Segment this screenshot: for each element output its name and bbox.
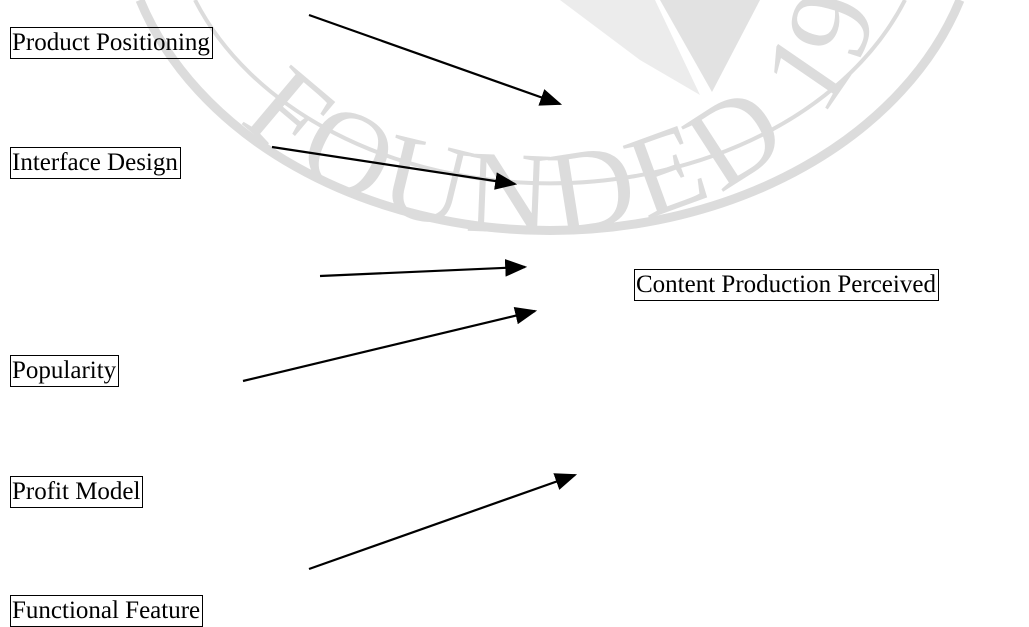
outcome-box-content-production-perceived: Content Production Perceived xyxy=(634,269,939,301)
watermark-ring-outer xyxy=(135,0,965,235)
arrow-product-positioning xyxy=(308,13,563,106)
factor-box-functional-feature: Functional Feature xyxy=(10,595,204,627)
factor-box-popularity: Popularity xyxy=(10,355,120,387)
factor-box-interface-design: Interface Design xyxy=(10,147,181,179)
watermark-emblem xyxy=(660,0,760,92)
factor-box-profit-model: Profit Model xyxy=(10,476,144,508)
watermark-ring-inner xyxy=(193,0,907,186)
arrow-interface-design xyxy=(271,145,518,190)
watermark-emblem-left xyxy=(560,0,700,95)
arrow-popularity xyxy=(242,307,538,383)
arrow-unlabeled xyxy=(319,259,528,278)
factor-box-product-positioning: Product Positioning xyxy=(10,27,213,59)
arrow-functional-feature xyxy=(308,473,578,571)
